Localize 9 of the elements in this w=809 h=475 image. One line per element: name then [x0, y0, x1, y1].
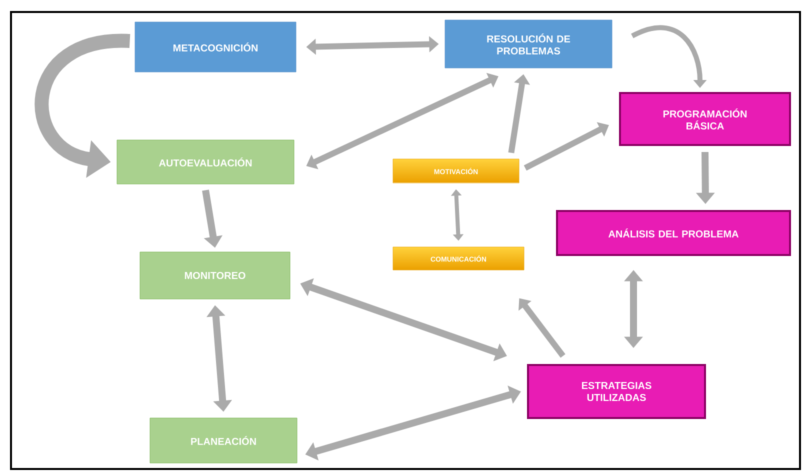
process-box: RESOLUCIÓN DE PROBLEMAS — [444, 20, 612, 68]
process-box: ESTRATEGIAS UTILIZADAS — [527, 364, 706, 419]
process-box: MONITOREO — [140, 252, 290, 300]
process-box: ANÁLISIS DEL PROBLEMA — [556, 210, 791, 256]
process-box: AUTOEVALUACIÓN — [116, 140, 294, 184]
process-box: PLANEACIÓN — [150, 418, 298, 464]
process-box: METACOGNICIÓN — [134, 22, 296, 72]
arrow — [524, 122, 609, 171]
process-box: PROGRAMACIÓN BÁSICA — [619, 92, 791, 146]
